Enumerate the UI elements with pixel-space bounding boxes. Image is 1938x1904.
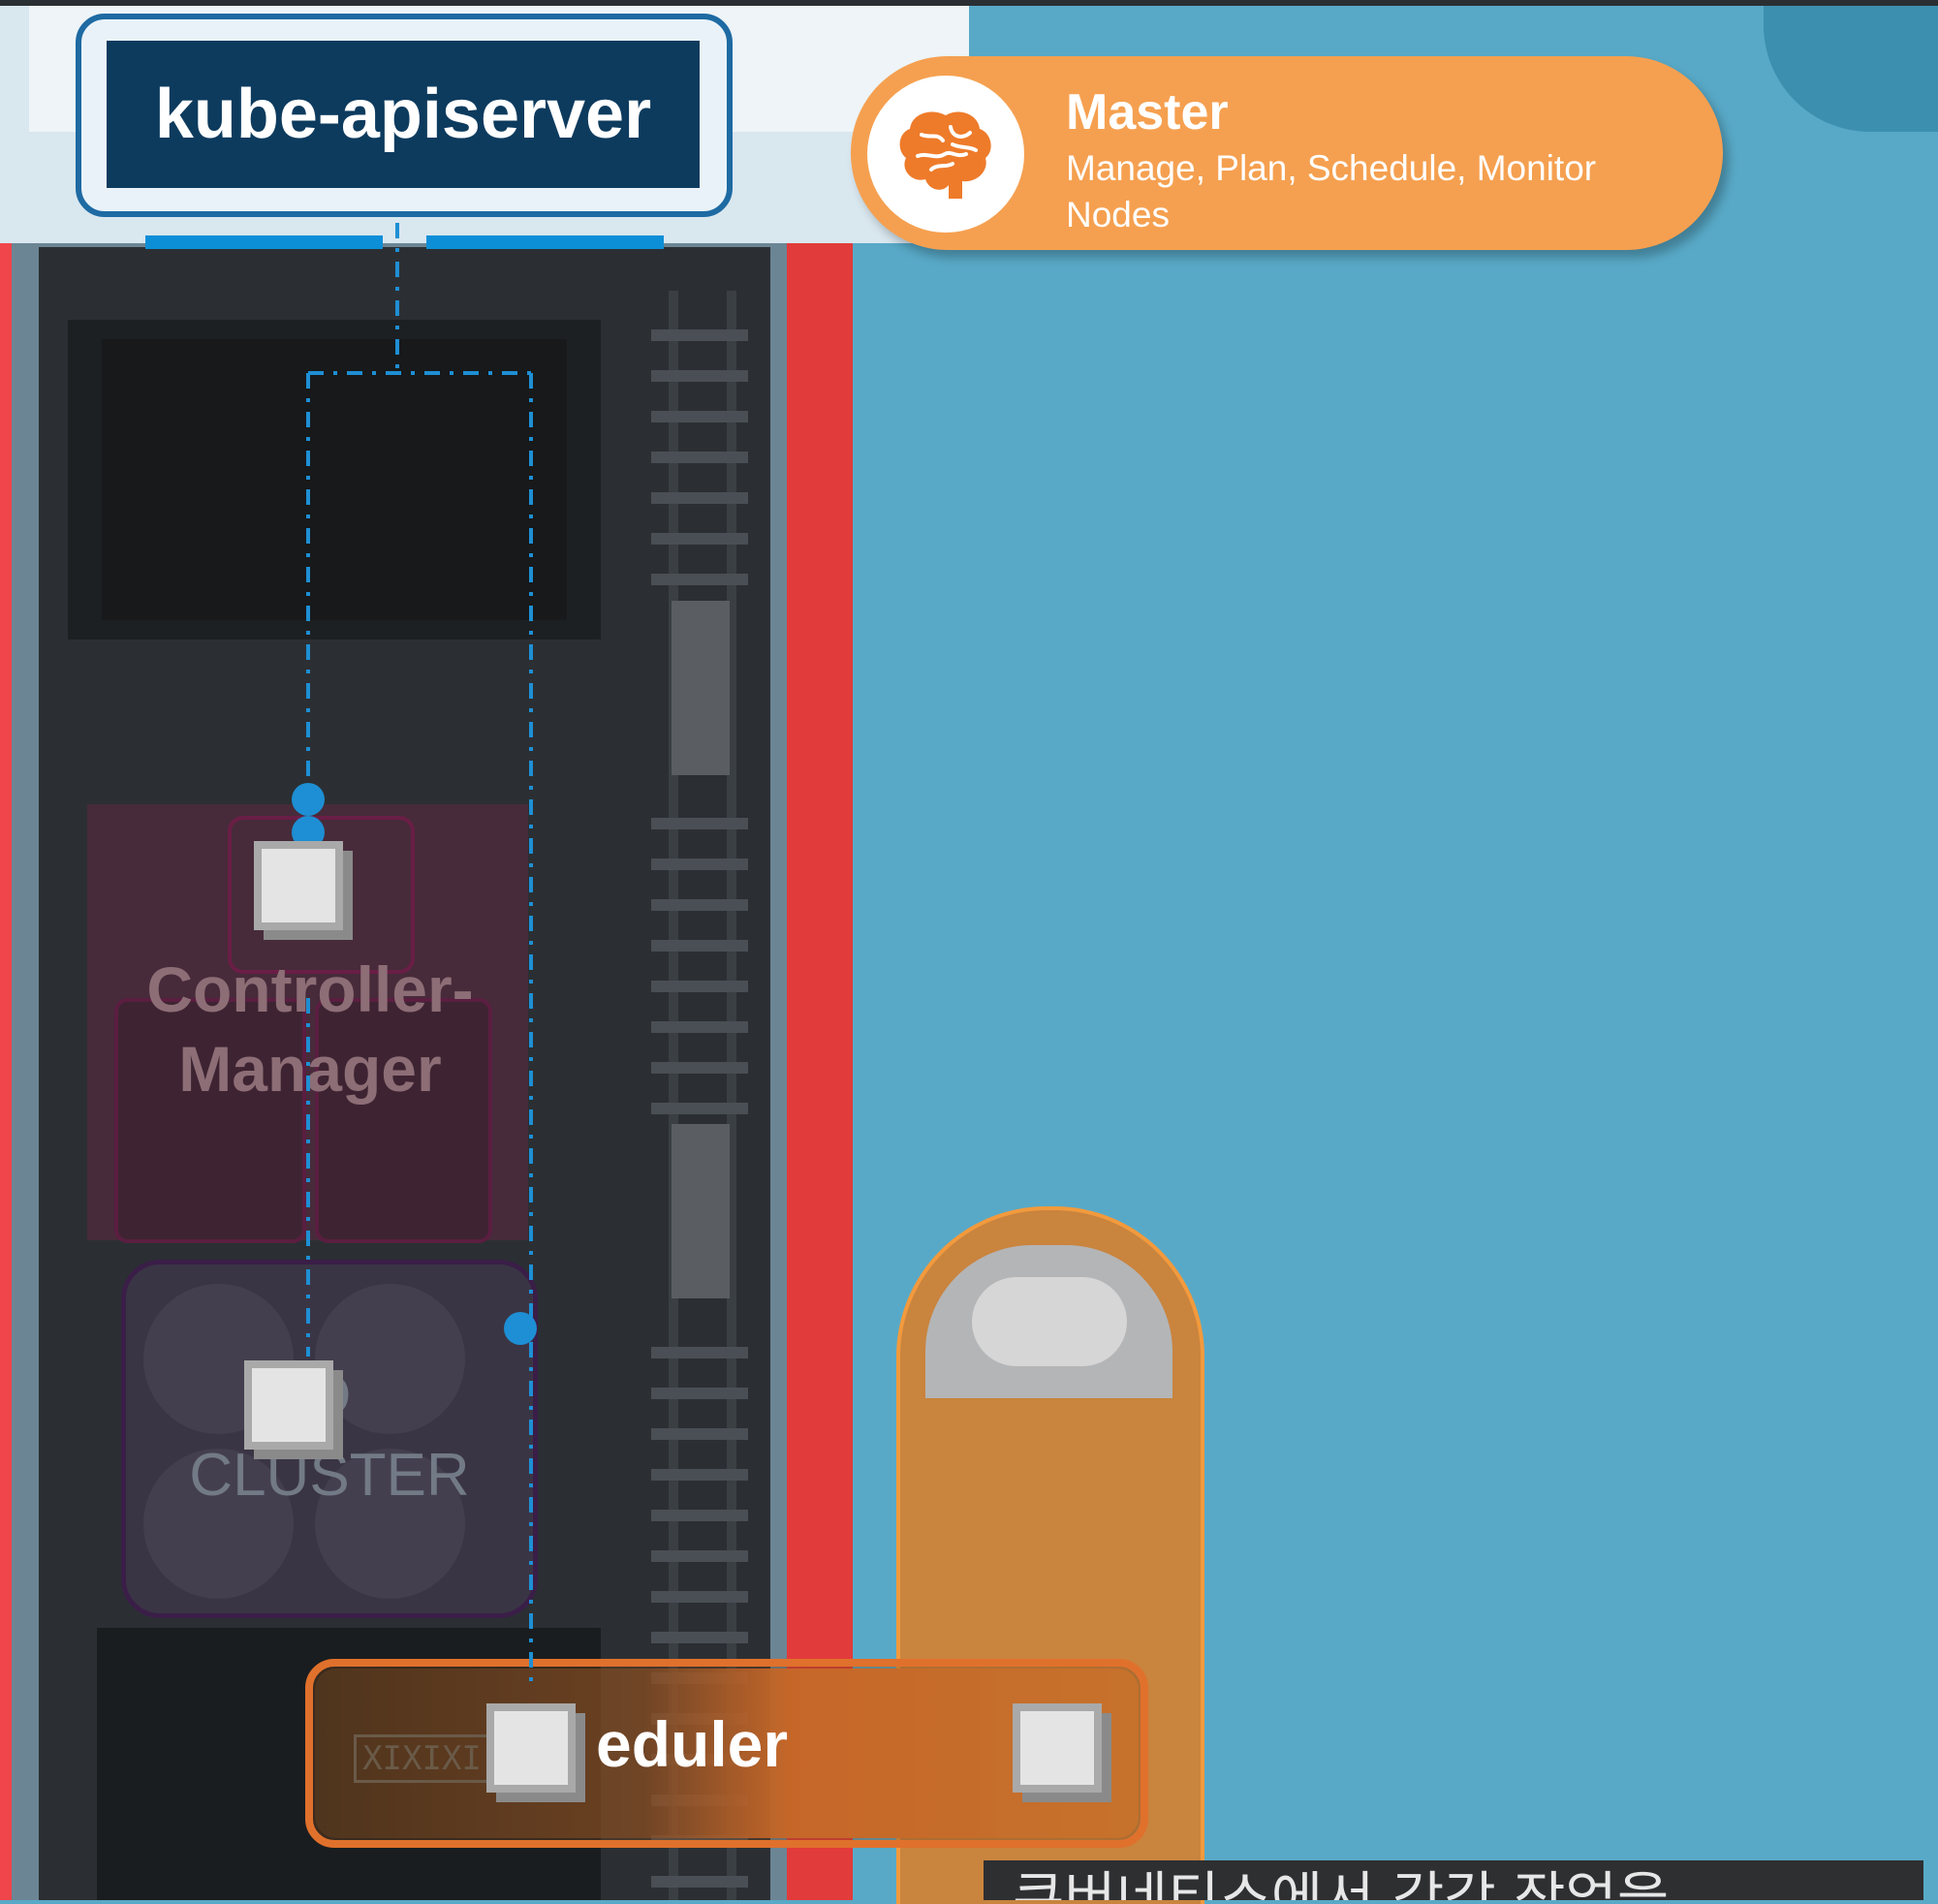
rail-rung — [651, 492, 748, 504]
connector-dot — [504, 1312, 537, 1345]
rail-rung — [651, 1388, 748, 1399]
scheduler-background — [315, 1669, 1139, 1838]
rail-line-left — [669, 291, 678, 1900]
video-subtitle-bar: 쿠버네티스에서 각각 작업을 — [984, 1860, 1923, 1900]
rail-rung — [651, 370, 748, 382]
rail-rung — [651, 1510, 748, 1521]
rail-rung — [651, 818, 748, 829]
controller-manager-subpanel-left — [114, 998, 306, 1243]
video-subtitle-text: 쿠버네티스에서 각각 작업을 — [1013, 1865, 1670, 1900]
rail-rung — [651, 574, 748, 585]
rail-rung — [651, 899, 748, 911]
controller-manager-top-frame — [228, 816, 415, 974]
rack-top-panel-inner — [102, 339, 567, 620]
controller-manager-handle[interactable] — [254, 841, 343, 930]
connector-dot — [292, 783, 325, 816]
rail-block-lower — [672, 1124, 730, 1298]
red-band-left-edge — [0, 208, 12, 1900]
cyan-connector-bar-left — [145, 235, 383, 249]
rail-rung — [651, 1062, 748, 1074]
controller-manager-subpanel-right — [315, 998, 492, 1243]
rail-rung — [651, 452, 748, 463]
rail-rung — [651, 940, 748, 952]
master-subtitle: Manage, Plan, Schedule, Monitor Nodes — [1066, 148, 1597, 234]
rail-rung — [651, 858, 748, 870]
rail-rung — [651, 1347, 748, 1358]
car-windshield-highlight — [972, 1277, 1127, 1366]
rail-rung — [651, 1021, 748, 1033]
rail-rung — [651, 1591, 748, 1603]
etcd-cluster-block — [121, 1260, 538, 1618]
window-top-bar — [0, 0, 1938, 6]
connector-lines — [306, 223, 533, 1686]
rail-rung — [651, 329, 748, 341]
scheduler-handle-right[interactable] — [1013, 1703, 1102, 1793]
cyan-connector-bar-right — [426, 235, 664, 249]
rail-block-upper — [672, 601, 730, 775]
rail-rung — [651, 411, 748, 422]
rail-rung — [651, 981, 748, 992]
rail-rung — [651, 1103, 748, 1114]
apiserver-label: kube-apiserver — [107, 41, 700, 188]
rail-rung — [651, 533, 748, 545]
rail-rung — [651, 1632, 748, 1643]
master-icon-circle — [867, 76, 1024, 233]
rail-line-right — [727, 291, 736, 1900]
corner-cloud-shape — [1764, 6, 1938, 132]
rail-rung — [651, 1876, 748, 1888]
rail-rung — [651, 1428, 748, 1440]
rail-rung — [651, 1469, 748, 1481]
scheduler-label: eduler — [596, 1708, 789, 1780]
scheduler-frame — [305, 1659, 1148, 1848]
etcd-handle[interactable] — [244, 1360, 333, 1450]
etcd-node-shape — [315, 1284, 465, 1434]
etcd-node-shape — [143, 1449, 294, 1599]
master-title: Master — [1066, 84, 1229, 140]
scheduler-handle-left[interactable] — [486, 1703, 576, 1793]
etcd-node-shape — [315, 1449, 465, 1599]
brain-icon — [899, 111, 991, 199]
rail-rung — [651, 1550, 748, 1562]
